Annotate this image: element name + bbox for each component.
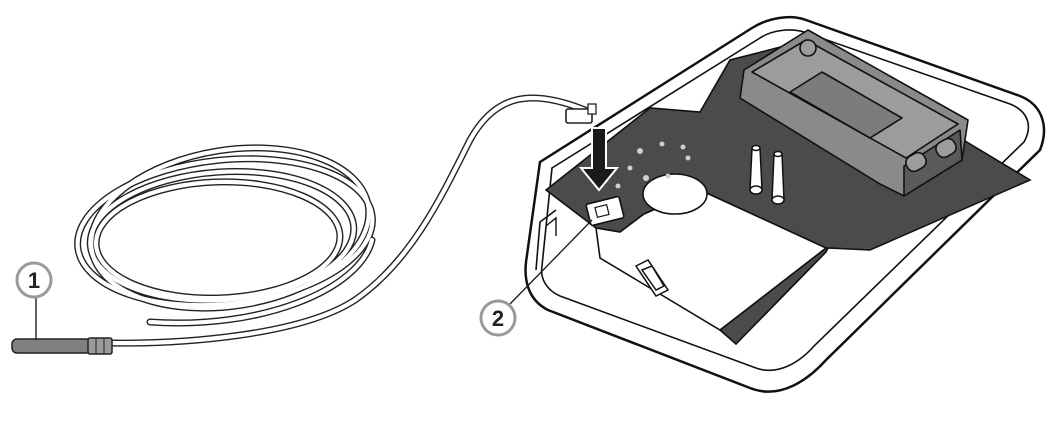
cable-plug (565, 103, 597, 124)
callout-1-label: 1 (28, 268, 40, 293)
battery-holder (739, 29, 969, 197)
sensor-probe (11, 337, 113, 355)
board-posts (749, 144, 785, 205)
housing-clip (634, 259, 670, 297)
callout-2-label: 2 (492, 306, 504, 331)
sensor-connector-socket (585, 195, 625, 227)
sensor-cable (74, 94, 589, 347)
arrow-down-icon (578, 127, 620, 192)
callout-1: 1 (15, 261, 53, 340)
callout-2: 2 (479, 219, 593, 337)
